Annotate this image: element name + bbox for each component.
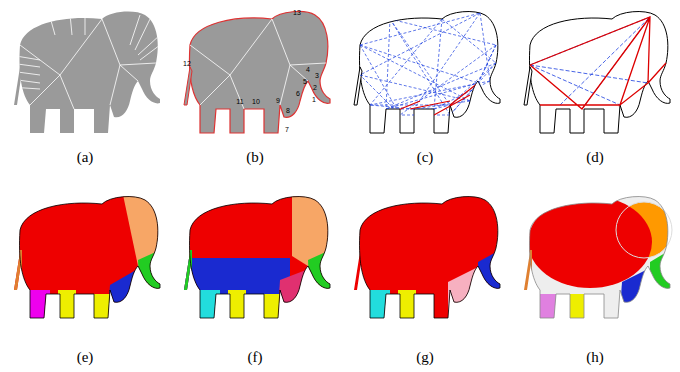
- visibility-line: [470, 45, 496, 101]
- visibility-line: [360, 13, 480, 45]
- visibility-line: [360, 45, 478, 83]
- visibility-line: [360, 75, 470, 101]
- visibility-line: [480, 13, 490, 81]
- visibility-line: [400, 45, 496, 115]
- panel-caption: (c): [417, 149, 434, 166]
- callout-number: 9: [276, 97, 280, 104]
- callout-number: 11: [236, 98, 243, 105]
- visibility-line: [360, 45, 470, 101]
- callout-number: 2: [313, 84, 317, 91]
- visibility-line: [360, 13, 480, 75]
- visibility-line: [360, 75, 400, 115]
- panel-caption: (h): [586, 349, 604, 366]
- callout-number: 12: [183, 60, 191, 67]
- callout-number: 5: [303, 78, 307, 85]
- visibility-line: [450, 63, 496, 105]
- visibility-line: [414, 13, 480, 109]
- visibility-line: [370, 81, 490, 105]
- callout-number: 4: [306, 66, 310, 73]
- callout-number: 6: [296, 90, 300, 97]
- callout-number: 1: [312, 96, 316, 103]
- callout-number: 10: [252, 98, 260, 105]
- visibility-line: [386, 63, 496, 109]
- panel-caption: (a): [77, 149, 94, 166]
- visibility-line: [386, 19, 390, 109]
- panel-caption: (b): [246, 149, 264, 166]
- visibility-line: [434, 19, 442, 109]
- panel-caption: (g): [416, 349, 434, 366]
- panel-caption: (f): [248, 349, 263, 366]
- visibility-line: [400, 115, 450, 116]
- callout-number: 8: [286, 107, 290, 114]
- callout-number: 7: [285, 126, 289, 133]
- callout-number: 3: [315, 72, 319, 79]
- callout-number: 13: [293, 9, 301, 16]
- panel-caption: (d): [586, 149, 604, 166]
- visibility-line: [450, 63, 496, 115]
- panel-caption: (e): [77, 349, 94, 366]
